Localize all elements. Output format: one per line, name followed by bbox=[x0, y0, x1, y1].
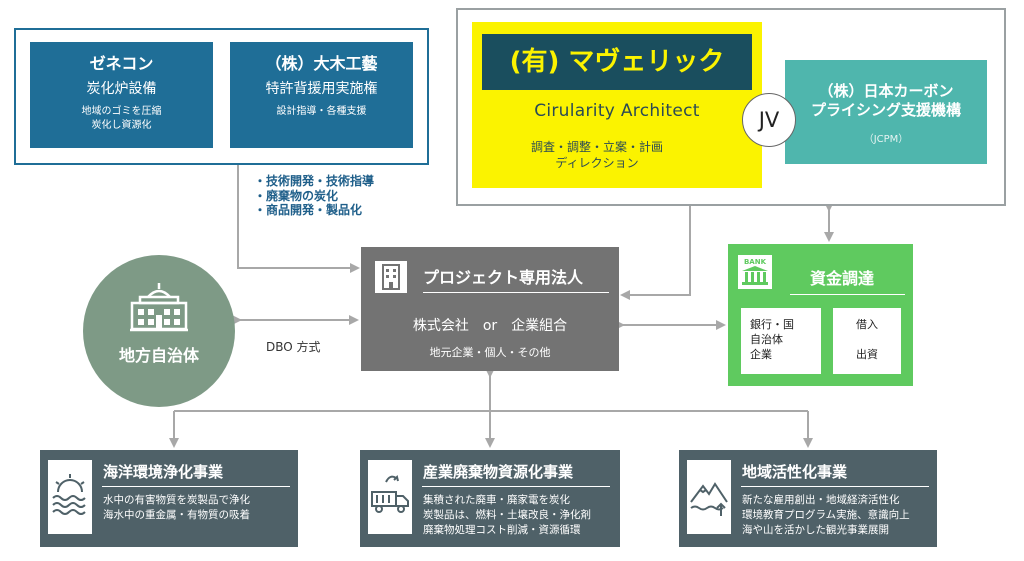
business-title: 海洋環境浄化事業 bbox=[103, 463, 224, 481]
project-entity-title: プロジェクト専用法人 bbox=[423, 268, 584, 287]
business-description: 新たな雇用創出・地域経済活性化 環境教育プログラム実施、意識向上 海や山を活かし… bbox=[742, 493, 910, 538]
tech-support-list: ・技術開発・技術指導 ・廃棄物の炭化 ・商品開発・製品化 bbox=[254, 174, 374, 218]
arrow-left-group-to-project bbox=[237, 165, 360, 273]
funding-sources-box: 銀行・国 自治体 企業 bbox=[741, 308, 821, 374]
description-line: 水中の有害物質を炭製品で浄化 bbox=[103, 494, 250, 506]
funding-type bbox=[833, 332, 901, 347]
maverick-duties-1: 調査・調整・立案・計画 bbox=[530, 140, 663, 154]
zenecon-title: ゼネコン bbox=[89, 54, 154, 73]
description-line: 環境教育プログラム実施、意識向上 bbox=[742, 509, 910, 521]
divider bbox=[790, 294, 905, 295]
jcpm-abbr: （JCPM） bbox=[863, 134, 909, 145]
recycling-truck-icon bbox=[368, 460, 412, 534]
municipality-label: 地方自治体 bbox=[118, 346, 199, 365]
regional-revitalization-business: 地域活性化事業 新たな雇用創出・地域経済活性化 環境教育プログラム実施、意識向上… bbox=[679, 450, 937, 547]
jcpm-card: （株）日本カーボン プライシング支援機構 （JCPM） bbox=[785, 60, 987, 164]
maverick-duties: 調査・調整・立案・計画 ディレクション bbox=[472, 139, 722, 171]
divider bbox=[423, 292, 609, 293]
funding-type: 出資 bbox=[856, 348, 878, 361]
jcpm-name-1: （株）日本カーボン bbox=[818, 82, 954, 100]
ohki-subtitle: 特許背援用実施権 bbox=[265, 81, 378, 97]
municipality-circle: 地方自治体 bbox=[83, 255, 235, 407]
project-entity-card: プロジェクト専用法人 株式会社 or 企業組合 地元企業・個人・その他 bbox=[361, 247, 619, 371]
dbo-method-label: DBO 方式 bbox=[266, 340, 321, 354]
project-entity-members: 地元企業・個人・その他 bbox=[429, 346, 551, 359]
arrow-right-group-to-project bbox=[620, 206, 691, 300]
description-line: 新たな雇用創出・地域経済活性化 bbox=[742, 494, 900, 506]
funding-types-box: 借入 出資 bbox=[833, 308, 901, 374]
mountain-landscape-icon bbox=[687, 460, 731, 534]
business-description: 集積された廃車・廃家電を炭化 炭製品は、燃料・土壌改良・浄化剤 廃棄物処理コスト… bbox=[423, 493, 591, 538]
zenecon-note-2: 炭化し資源化 bbox=[91, 120, 152, 131]
ocean-waves-icon bbox=[48, 460, 92, 534]
description-line: 海や山を活かした観光事業展開 bbox=[742, 524, 889, 536]
description-line: 集積された廃車・廃家電を炭化 bbox=[423, 494, 570, 506]
funding-source: 企業 bbox=[750, 348, 772, 361]
bank-icon: BANK bbox=[738, 255, 772, 289]
bullet-item: ・廃棄物の炭化 bbox=[254, 188, 339, 203]
divider bbox=[102, 486, 290, 487]
zenecon-note-1: 地域のゴミを圧縮 bbox=[81, 106, 162, 117]
bullet-item: ・商品開発・製品化 bbox=[254, 203, 363, 217]
business-title: 産業廃棄物資源化事業 bbox=[423, 463, 574, 481]
funding-source: 銀行・国 bbox=[750, 318, 794, 331]
industrial-waste-business: 産業廃棄物資源化事業 集積された廃車・廃家電を炭化 炭製品は、燃料・土壌改良・浄… bbox=[360, 450, 620, 547]
ohki-title: （株）大木工藝 bbox=[265, 54, 378, 73]
description-line: 廃棄物処理コスト削減・資源循環 bbox=[423, 524, 581, 536]
city-hall-icon bbox=[130, 283, 188, 332]
zenecon-card: ゼネコン 炭化炉設備 地域のゴミを圧縮 炭化し資源化 bbox=[30, 42, 213, 148]
zenecon-subtitle: 炭化炉設備 bbox=[86, 81, 157, 97]
divider bbox=[422, 486, 610, 487]
divider bbox=[741, 486, 929, 487]
ocean-cleanup-business: 海洋環境浄化事業 水中の有害物質を炭製品で浄化 海水中の重金属・有物質の吸着 bbox=[40, 450, 298, 547]
description-line: 海水中の重金属・有物質の吸着 bbox=[103, 509, 250, 521]
description-line: 炭製品は、燃料・土壌改良・浄化剤 bbox=[423, 509, 591, 521]
ohki-note: 設計指導・各種支援 bbox=[276, 106, 367, 117]
jv-badge: JV bbox=[742, 93, 796, 147]
project-entity-type: 株式会社 or 企業組合 bbox=[412, 318, 568, 334]
building-icon bbox=[375, 261, 407, 293]
jcpm-name-2: プライシング支援機構 bbox=[810, 101, 961, 119]
finance-title: 資金調達 bbox=[810, 269, 875, 288]
bank-icon-text: BANK bbox=[744, 258, 767, 266]
bullet-item: ・技術開発・技術指導 bbox=[254, 174, 375, 188]
business-title: 地域活性化事業 bbox=[742, 463, 848, 481]
business-description: 水中の有害物質を炭製品で浄化 海水中の重金属・有物質の吸着 bbox=[103, 493, 250, 523]
maverick-duties-2: ディレクション bbox=[555, 156, 639, 170]
finance-card: BANK 資金調達 銀行・国 自治体 企業 借入 出資 bbox=[728, 244, 913, 386]
funding-source: 自治体 bbox=[750, 333, 783, 346]
maverick-title: (有) マヴェリック bbox=[482, 34, 752, 90]
ohki-kougei-card: （株）大木工藝 特許背援用実施権 設計指導・各種支援 bbox=[230, 42, 413, 148]
funding-type: 借入 bbox=[856, 318, 878, 331]
maverick-role: Cirularity Architect bbox=[534, 101, 700, 121]
